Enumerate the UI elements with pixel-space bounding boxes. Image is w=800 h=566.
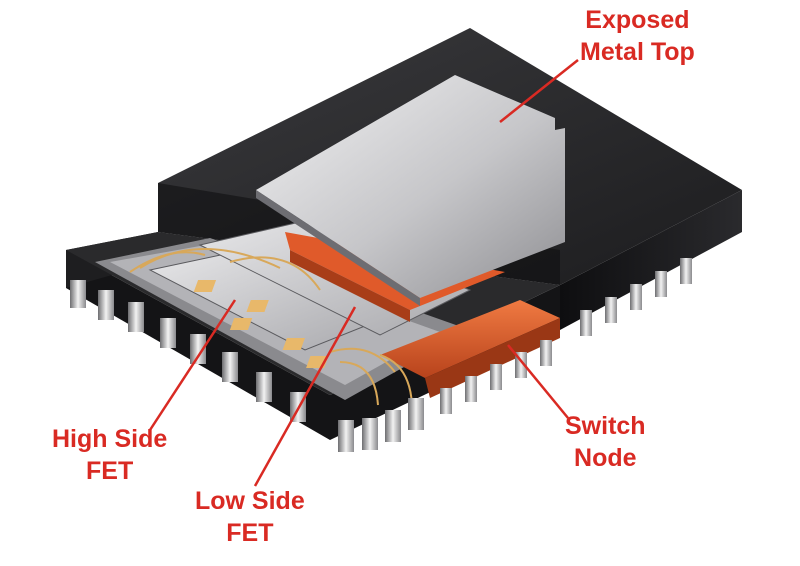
lead: [408, 398, 424, 430]
label-line: Node: [574, 444, 637, 472]
mold-right-face: [560, 190, 742, 330]
lead: [362, 418, 378, 450]
leads-front-right: [440, 258, 692, 414]
copper-clip-upper-edge: [290, 250, 410, 322]
exposed-metal-top: [256, 75, 565, 306]
label-line: Low Side: [195, 487, 305, 515]
lead: [98, 290, 114, 320]
label-exposed-metal-top: Exposed Metal Top: [580, 4, 695, 68]
label-low-side-fet: Low Side FET: [195, 485, 305, 549]
lead: [440, 388, 452, 414]
lead: [160, 318, 176, 348]
label-line: Metal Top: [580, 38, 695, 66]
metal-top-surface: [256, 75, 565, 298]
lead: [490, 364, 502, 390]
label-line: Switch: [565, 412, 646, 440]
label-line: Exposed: [585, 6, 690, 34]
leads-front-left: [70, 280, 424, 452]
bond-wires: [129, 248, 413, 406]
lead: [256, 372, 272, 402]
callout-line-exposed-metal-top: [499, 59, 579, 123]
lead: [680, 258, 692, 284]
bond-wire: [379, 354, 413, 406]
switch-node-clip: [380, 300, 560, 398]
callout-line-switch-node: [507, 344, 569, 419]
callout-lines: [148, 59, 579, 487]
gold-pad: [246, 300, 269, 312]
bond-wire: [139, 248, 281, 269]
label-line: FET: [226, 519, 274, 547]
label-line: High Side: [52, 425, 168, 453]
lead: [385, 410, 401, 442]
bond-wire: [229, 256, 321, 291]
gold-pad: [282, 338, 305, 350]
gold-pad: [193, 280, 217, 292]
lead: [655, 271, 667, 297]
lead: [580, 310, 592, 336]
gold-pad: [229, 318, 253, 330]
lead: [70, 280, 86, 308]
lead: [540, 340, 552, 366]
label-switch-node: Switch Node: [565, 410, 646, 474]
lead: [128, 302, 144, 332]
lead: [338, 420, 354, 452]
metal-top-edge: [256, 190, 420, 306]
callout-line-high-side-fet: [148, 299, 237, 431]
bond-wire: [329, 347, 396, 373]
callout-line-low-side-fet: [253, 306, 357, 487]
lead: [222, 352, 238, 382]
label-line: FET: [86, 457, 134, 485]
bond-wire: [339, 361, 379, 406]
gold-pads: [193, 280, 329, 368]
label-high-side-fet: High Side FET: [52, 423, 167, 487]
lead: [465, 376, 477, 402]
copper-clip-top: [380, 300, 560, 378]
lead: [630, 284, 642, 310]
lead: [190, 334, 206, 364]
copper-clip-side: [425, 318, 560, 398]
lead: [605, 297, 617, 323]
